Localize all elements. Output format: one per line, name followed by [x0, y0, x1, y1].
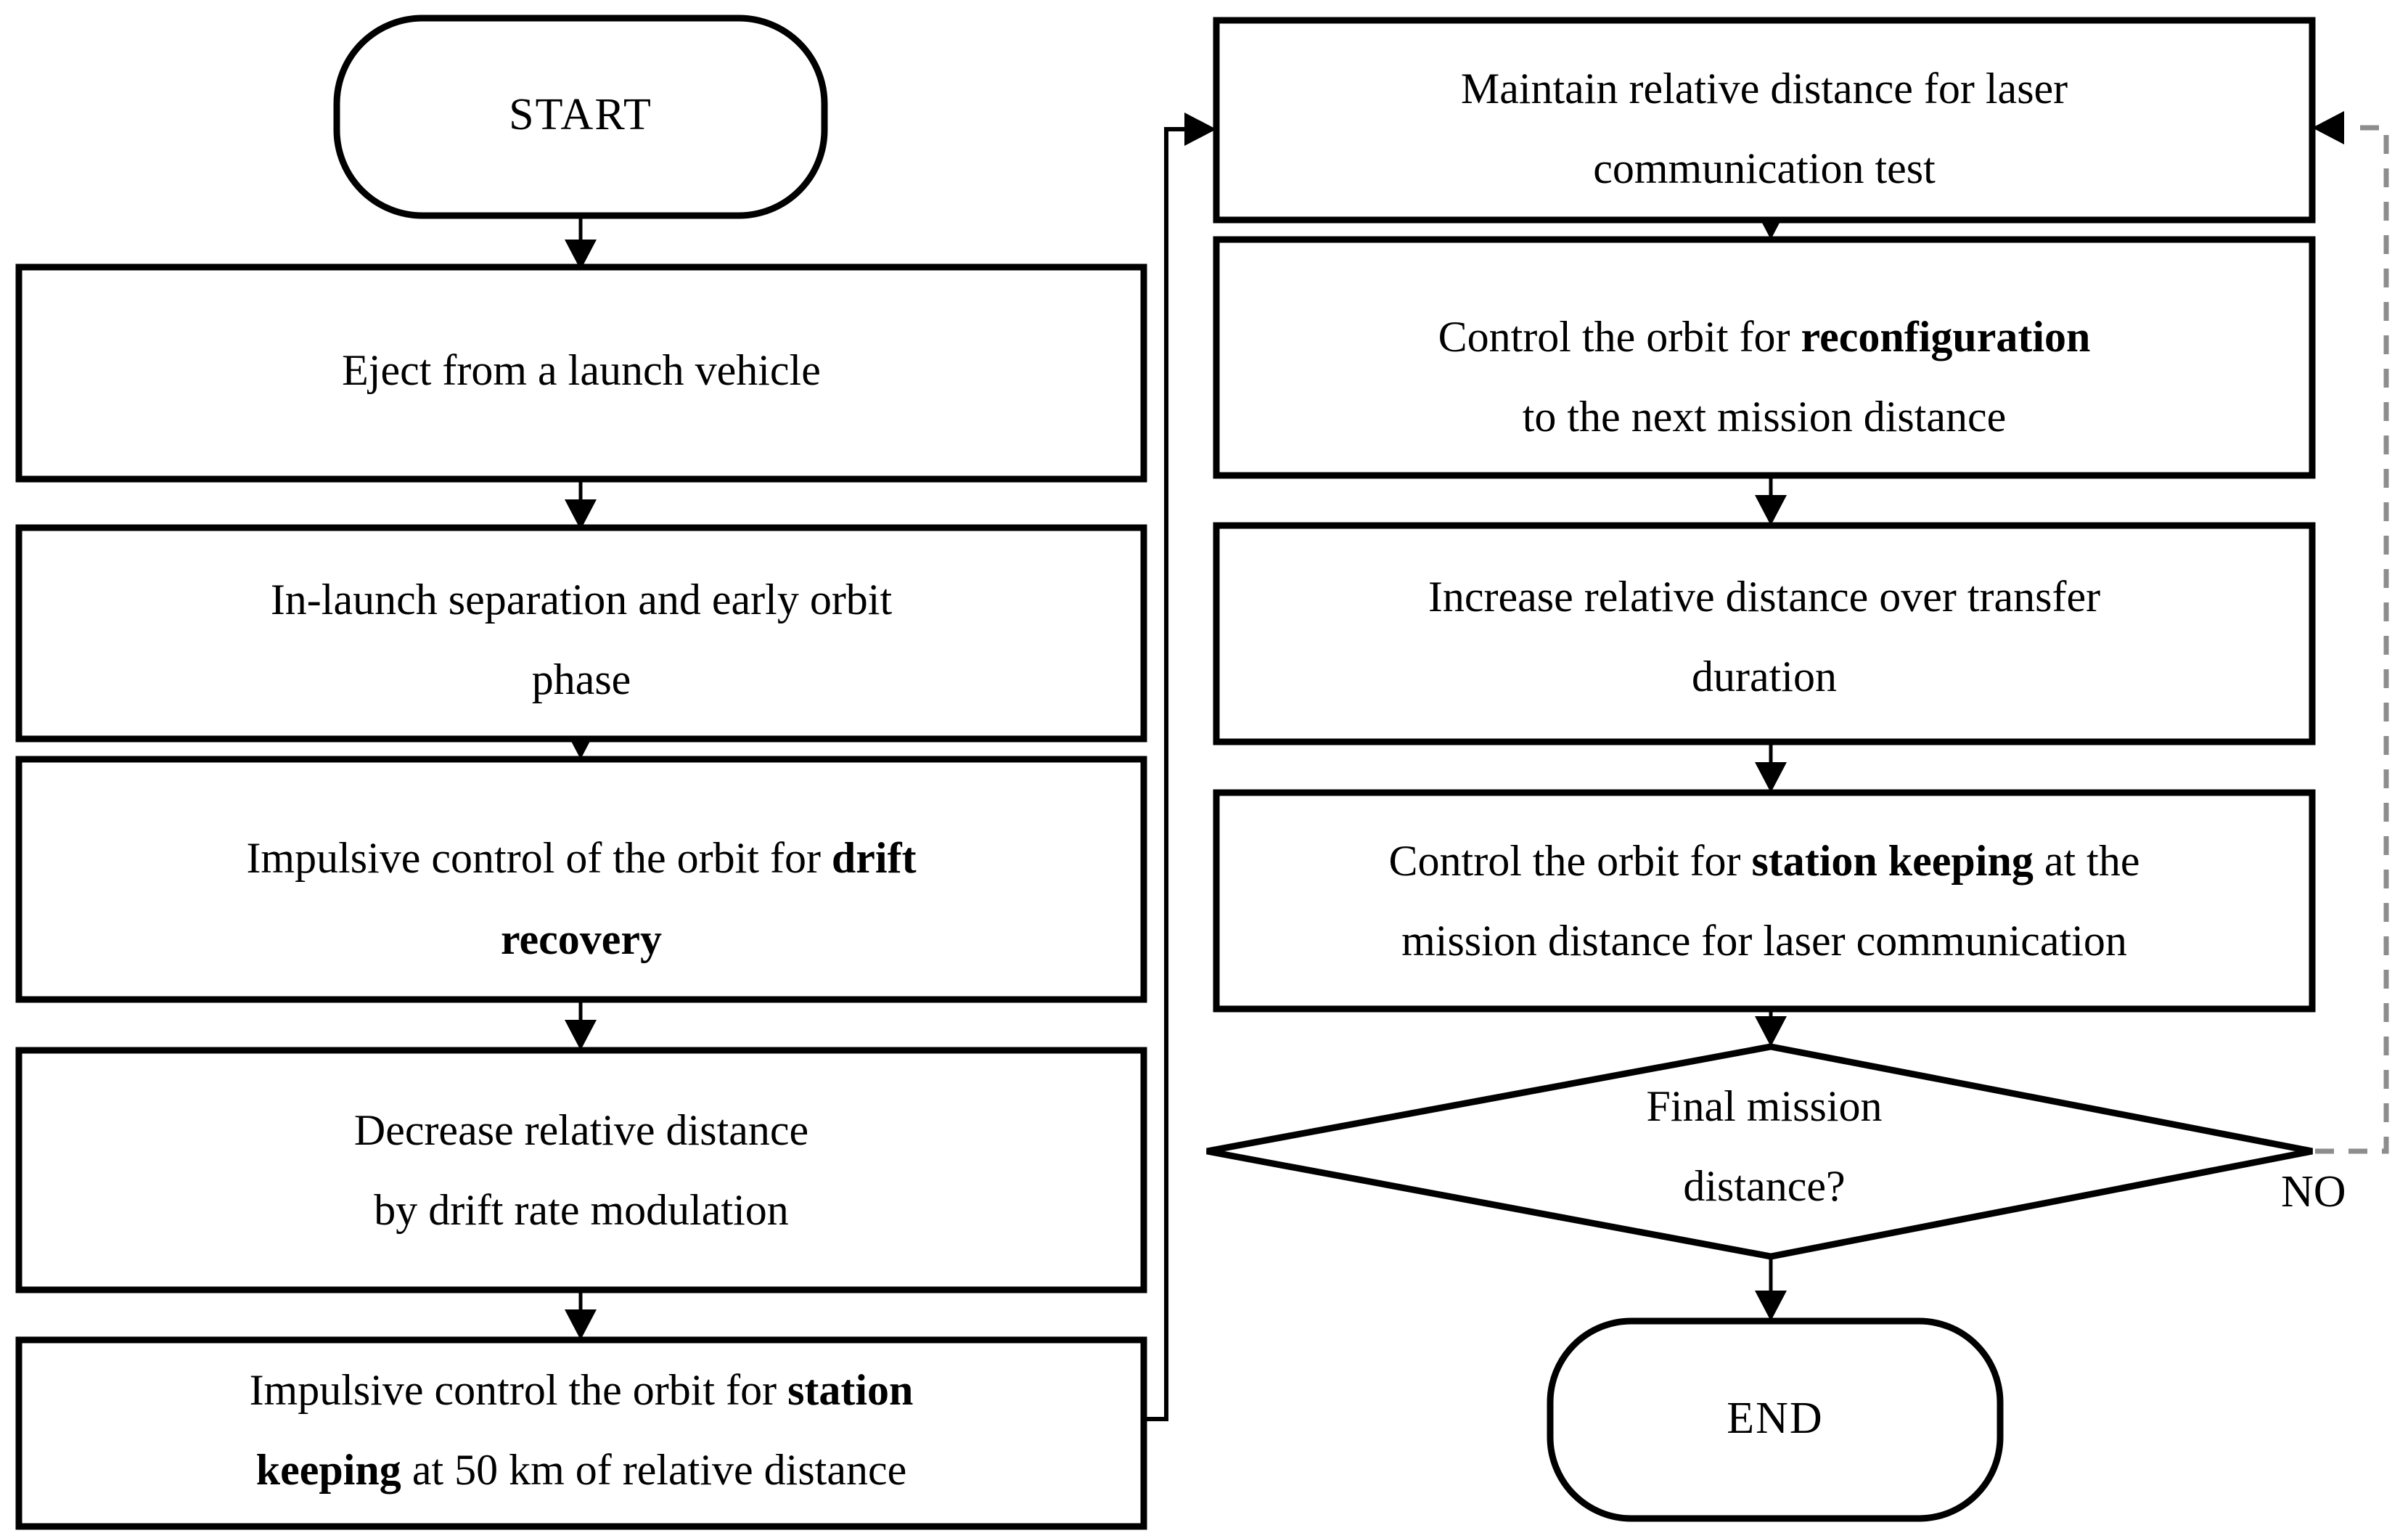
node-decrease-distance-line-2: by drift rate modulation	[374, 1186, 789, 1234]
node-decrease-distance: Decrease relative distance by drift rate…	[15, 1047, 1147, 1293]
node-final-decision-line-2: distance?	[1683, 1162, 1845, 1210]
node-eject: Eject from a launch vehicle	[15, 263, 1147, 483]
node-station-keeping-mission-line-1: Control the orbit for station keeping at…	[1389, 837, 2140, 885]
node-early-orbit-line-2: phase	[532, 655, 631, 703]
node-station-keeping-50km-line-2: keeping at 50 km of relative distance	[256, 1446, 906, 1494]
node-decrease-distance-line-1: Decrease relative distance	[354, 1106, 808, 1154]
node-increase-distance-line-1: Increase relative distance over transfer	[1428, 573, 2100, 621]
edge-station-keeping-50km-to-maintain-distance	[1144, 113, 1216, 1421]
node-drift-recovery-line-2: recovery	[501, 915, 662, 963]
node-reconfiguration-line-1: Control the orbit for reconfiguration	[1438, 313, 2091, 361]
node-early-orbit-line-1: In-launch separation and early orbit	[271, 576, 893, 624]
node-final-decision-line-1: Final mission	[1646, 1082, 1882, 1130]
node-drift-recovery: Impulsive control of the orbit for drift…	[15, 756, 1147, 1003]
node-end: END	[1547, 1317, 2004, 1522]
edge-station-keeping-mission-to-final-decision	[1755, 1009, 1787, 1047]
edge-eject-to-early-orbit	[565, 479, 597, 530]
node-final-decision: Final mission distance?	[1206, 1043, 2313, 1260]
edge-reconfiguration-to-increase-distance	[1755, 475, 1787, 526]
edge-decrease-distance-to-station-keeping-50km	[565, 1290, 597, 1340]
node-station-keeping-50km-line-1: Impulsive control the orbit for station	[250, 1366, 914, 1414]
node-station-keeping-mission: Control the orbit for station keeping at…	[1213, 789, 2316, 1013]
node-station-keeping-mission-line-2: mission distance for laser communication	[1401, 917, 2127, 965]
edge-start-to-eject	[565, 216, 597, 270]
node-maintain-distance: Maintain relative distance for laser com…	[1213, 17, 2316, 224]
node-reconfiguration: Control the orbit for reconfiguration to…	[1213, 236, 2316, 479]
node-start-label: START	[509, 90, 652, 139]
edge-label-no: NO	[2281, 1167, 2346, 1217]
edge-drift-recovery-to-decrease-distance	[565, 999, 597, 1050]
node-eject-line-1: Eject from a launch vehicle	[342, 346, 821, 394]
edge-final-decision-to-maintain-distance-no	[2312, 111, 2389, 1154]
node-increase-distance: Increase relative distance over transfer…	[1213, 522, 2316, 745]
node-maintain-distance-line-1: Maintain relative distance for laser	[1461, 65, 2068, 113]
node-reconfiguration-line-2: to the next mission distance	[1523, 393, 2007, 441]
node-early-orbit: In-launch separation and early orbit pha…	[15, 524, 1147, 743]
edge-increase-distance-to-station-keeping-mission	[1755, 742, 1787, 793]
node-maintain-distance-line-2: communication test	[1593, 144, 1936, 192]
edge-final-decision-to-end	[1755, 1259, 1787, 1321]
node-drift-recovery-line-1: Impulsive control of the orbit for drift	[246, 834, 916, 882]
node-increase-distance-line-2: duration	[1692, 653, 1837, 700]
node-start: START	[333, 15, 828, 219]
node-station-keeping-50km: Impulsive control the orbit for station …	[15, 1336, 1147, 1530]
node-end-label: END	[1727, 1394, 1823, 1443]
